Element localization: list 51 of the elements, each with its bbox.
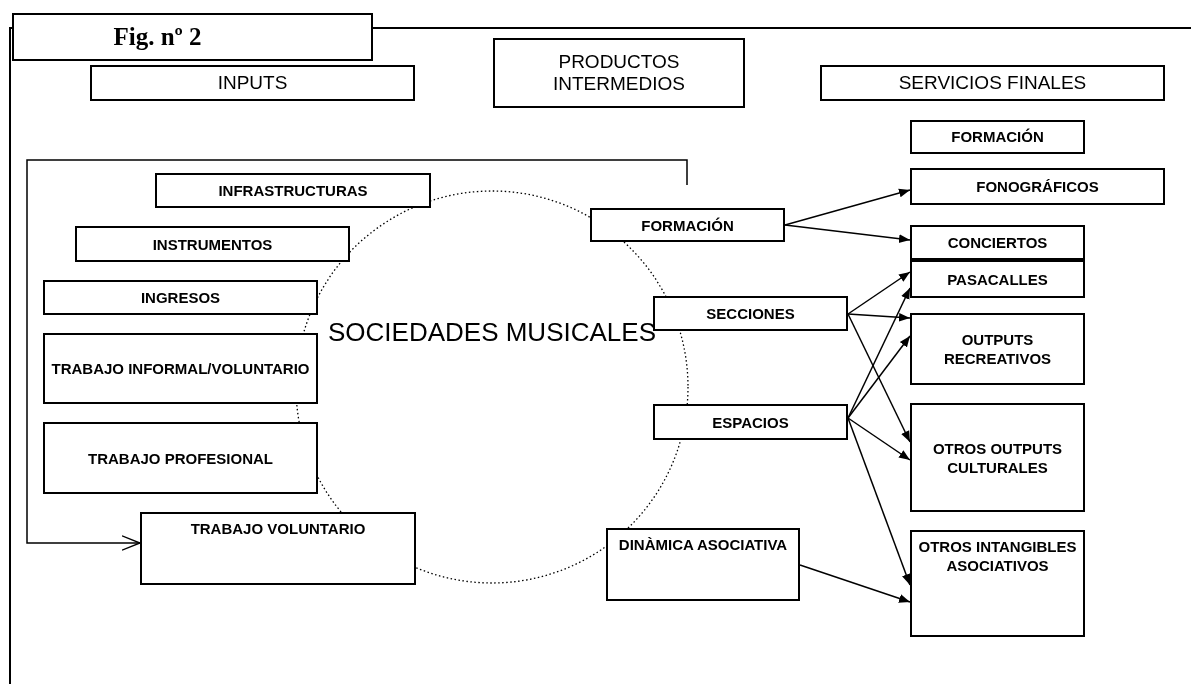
box-label: TRABAJO PROFESIONAL [88,448,273,468]
process-box [910,168,1165,205]
box-label: FORMACIÓN [641,215,734,235]
process-box [653,404,848,440]
box-label: CONCIERTOS [947,233,1048,252]
box-label: INFRASTRUCTURAS [218,181,368,200]
arrow [799,564,911,603]
process-box [155,173,431,208]
process-box [910,225,1085,260]
arrow [784,224,911,244]
process-box [590,208,785,242]
process-box [910,120,1085,154]
process-box [910,313,1085,385]
box-label: ESPACIOS [712,412,789,432]
box-label: INSTRUMENTOS [152,234,273,254]
process-box [140,512,416,585]
box-label: OTROS OUTPUTS CULTURALES [931,438,1064,477]
circle-label: SOCIEDADES MUSICALES [328,318,656,347]
box-label: INGRESOS [140,288,221,307]
process-box [606,528,800,601]
arrow [847,312,911,322]
column-heading: PRODUCTOS INTERMEDIOS [552,51,686,95]
column-heading: SERVICIOS FINALES [898,72,1087,94]
box-label: OTROS INTANGIBLES ASOCIATIVOS [917,537,1078,575]
box-label: FORMACIÓN [951,127,1044,146]
box-label: SECCIONES [706,304,795,323]
process-box [43,333,318,404]
arrow [847,335,911,419]
process-box [910,530,1085,637]
process-box [653,296,848,331]
arrow [26,159,688,551]
arrow [847,271,911,315]
process-box [910,260,1085,298]
arrow [847,313,911,443]
header-box [820,65,1165,101]
arrow [847,417,911,461]
box-label: TRABAJO INFORMAL/VOLUNTARIO [51,359,310,378]
arrow [784,188,911,226]
box-label: DINÀMICA ASOCIATIVA [618,535,788,554]
header-box [90,65,415,101]
process-box [75,226,350,262]
figure-title: Fig. nº 2 [12,13,373,61]
box-label: PASACALLES [947,269,1048,289]
process-box [43,280,318,315]
box-label: FONOGRÁFICOS [976,177,1099,196]
box-label: OUTPUTS RECREATIVOS [942,330,1053,368]
box-label: TRABAJO VOLUNTARIO [190,519,366,538]
process-box [43,422,318,494]
header-box [493,38,745,108]
process-box [910,403,1085,512]
column-heading: INPUTS [217,72,288,94]
